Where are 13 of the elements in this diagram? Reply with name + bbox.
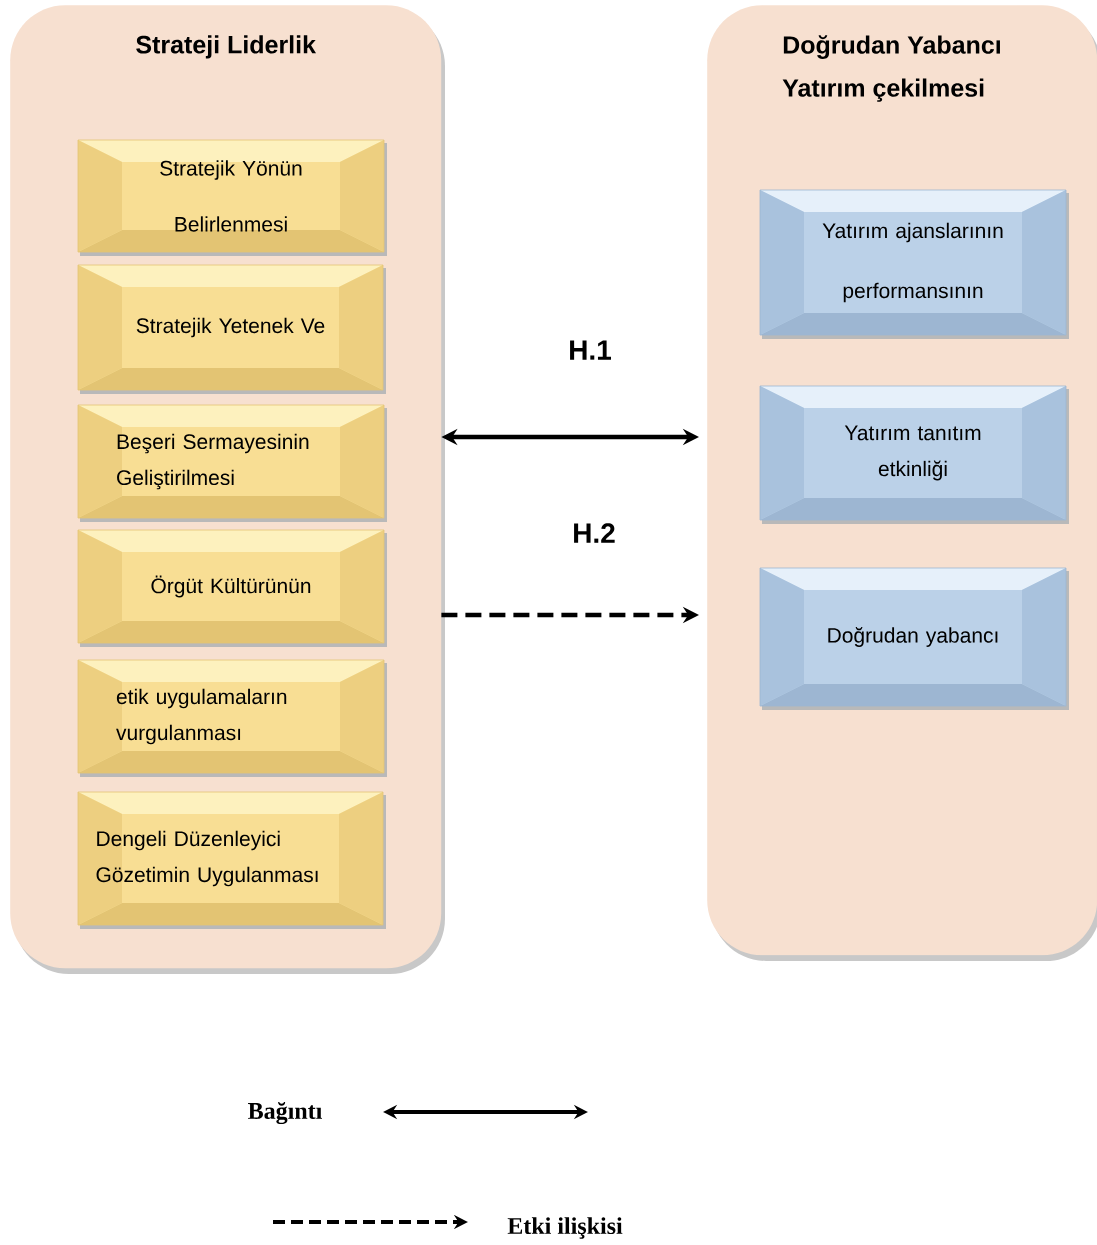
bevel-box: Yatırım ajanslarının performansının bbox=[759, 189, 1069, 339]
bevel-box: Doğrudan yabancı bbox=[759, 567, 1069, 710]
bevel-box: Dengeli Düzenleyici Gözetimin Uygulanması bbox=[77, 791, 386, 929]
legend-text: Bağıntı bbox=[248, 1101, 322, 1125]
bevel-box: Beşeri Sermayesinin Geliştirilmesi bbox=[77, 404, 387, 522]
bevel-box: Stratejik Yetenek Ve bbox=[77, 264, 386, 394]
legend-text: Etki ilişkisi bbox=[507, 1217, 623, 1239]
bevel-box: Yatırım tanıtım etkinliği bbox=[759, 385, 1069, 524]
bevel-box: etik uygulamaların vurgulanması bbox=[77, 659, 387, 777]
edge-label: H.2 bbox=[574, 523, 615, 543]
bevel-box: Örgüt Kültürünün bbox=[77, 529, 387, 647]
bevel-box: Stratejik Yönün Belirlenmesi bbox=[77, 139, 387, 256]
edge-label: H.1 bbox=[570, 340, 611, 360]
